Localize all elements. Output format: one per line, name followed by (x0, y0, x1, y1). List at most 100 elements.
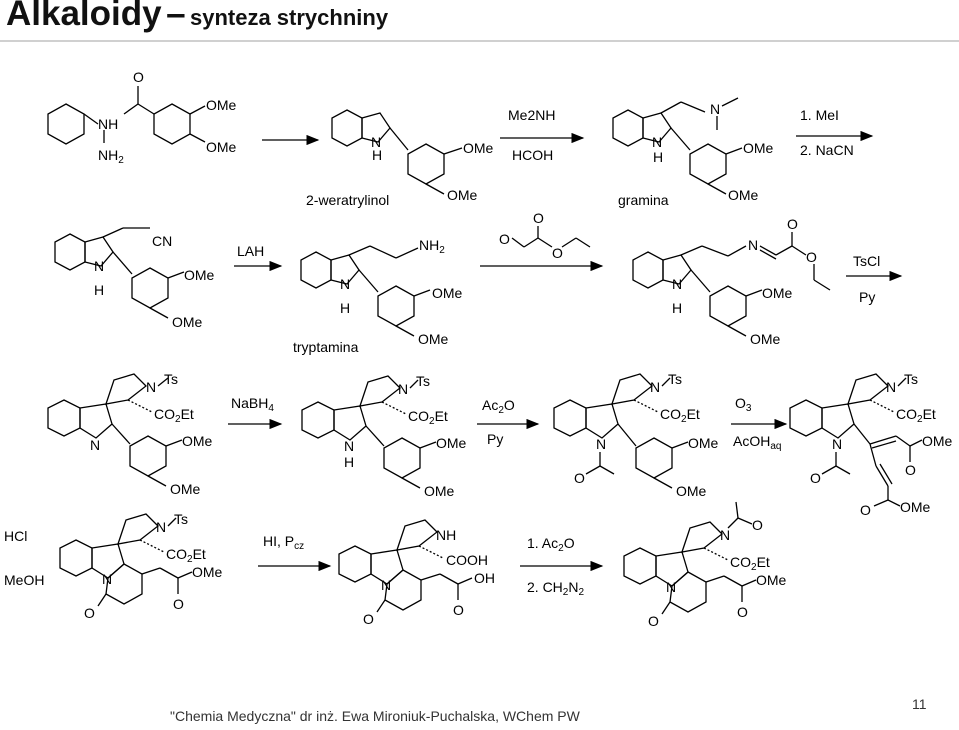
label-h: H (344, 454, 354, 470)
label-h: H (94, 282, 104, 298)
label-co2et: CO2Et (730, 554, 770, 573)
label-ome: OMe (206, 97, 237, 113)
label-n: N (102, 571, 112, 587)
label-co2et: CO2Et (660, 406, 700, 425)
label-oh: OH (474, 570, 495, 586)
label-n: N (672, 276, 682, 292)
reagent-s10-top: HI, Pcz (263, 533, 304, 552)
label-ome: OMe (900, 499, 931, 515)
label-ome: OMe (170, 481, 201, 497)
muconate-ester-structure (789, 373, 923, 507)
label-ts: Ts (668, 371, 682, 387)
reagent-s2-bottom: HCOH (512, 147, 553, 163)
label-ome: OMe (436, 435, 467, 451)
acetylindoline-structure (553, 373, 689, 489)
label-nh: NH (98, 116, 118, 132)
reagent-s11-bottom: 2. CH2N2 (527, 579, 584, 598)
label-h: H (653, 149, 663, 165)
label-ts: Ts (904, 371, 918, 387)
label-o: O (905, 462, 916, 478)
label-n: N (832, 436, 842, 452)
label-o: O (552, 245, 563, 261)
label-n: N (650, 379, 660, 395)
label-ome: OMe (922, 433, 953, 449)
label-n: N (156, 519, 166, 535)
label-ome: OMe (447, 187, 478, 203)
label-co2et: CO2Et (408, 408, 448, 427)
name-gramina: gramina (618, 192, 669, 208)
side-label-meoh: MeOH (4, 572, 44, 588)
label-ts: Ts (416, 373, 430, 389)
label-o: O (499, 231, 510, 247)
label-co2et: CO2Et (154, 406, 194, 425)
label-o: O (84, 605, 95, 621)
footer-credit: "Chemia Medyczna" dr inż. Ewa Mironiuk-P… (170, 708, 580, 724)
phenylhydrazine-structure (47, 103, 105, 145)
label-n: N (652, 134, 662, 150)
label-o: O (133, 69, 144, 85)
label-n: N (371, 134, 381, 150)
reagent-s9-bottom: AcOHaq (733, 433, 781, 452)
dimethoxyacetophenone-structure (123, 86, 206, 145)
label-ome: OMe (184, 267, 215, 283)
indoleacetonitrile-structure (54, 227, 185, 319)
label-n: N (90, 437, 100, 453)
title-main: Alkaloidy (6, 0, 162, 33)
acetyl-diester-structure (623, 501, 757, 615)
label-n: N (666, 579, 676, 595)
spiroindolenine-structure (47, 373, 183, 487)
label-o: O (574, 470, 585, 486)
name-tryptamina: tryptamina (293, 339, 359, 355)
label-nh2: NH2 (419, 237, 445, 256)
label-n: N (381, 577, 391, 593)
label-ome: OMe (424, 483, 455, 499)
label-o: O (533, 210, 544, 226)
label-ome: OMe (432, 285, 463, 301)
label-n: N (710, 101, 720, 117)
label-ome: OMe (192, 564, 223, 580)
reagent-s8-bottom: Py (487, 431, 503, 447)
title-divider (0, 40, 959, 42)
reagent-s9-top: O3 (735, 395, 752, 414)
label-co2et: CO2Et (896, 406, 936, 425)
reagent-s7-top: NaBH4 (231, 395, 274, 414)
label-ome: OMe (728, 187, 759, 203)
reagent-s11-top: 1. Ac2O (527, 535, 575, 554)
imine-ester-structure (632, 232, 831, 337)
label-o: O (648, 613, 659, 629)
label-ts: Ts (164, 371, 178, 387)
aminoacid-structure (338, 519, 473, 613)
page-number: 11 (912, 696, 927, 712)
label-cooh: COOH (446, 552, 488, 568)
label-n: N (340, 276, 350, 292)
label-ome: OMe (756, 572, 787, 588)
label-ome: OMe (463, 140, 494, 156)
label-cn: CN (152, 233, 172, 249)
label-o: O (737, 604, 748, 620)
label-n: N (596, 436, 606, 452)
title-subtitle: synteza strychniny (189, 5, 389, 30)
reagent-s3-top: 1. MeI (800, 107, 839, 123)
side-label-hcl: HCl (4, 528, 27, 544)
label-n: N (344, 438, 354, 454)
label-h: H (340, 300, 350, 316)
name-weratrylinol: 2-weratrylinol (306, 192, 389, 208)
label-co2et: CO2Et (166, 546, 206, 565)
label-nh: NH (436, 527, 456, 543)
title-dash: – (166, 0, 186, 33)
slide-title: Alkaloidy – synteza strychniny (6, 0, 388, 34)
reagent-s4-top: LAH (237, 243, 264, 259)
label-nh2: NH2 (98, 147, 124, 166)
ethyl-glyoxylate-structure (511, 226, 591, 248)
label-o: O (810, 470, 821, 486)
label-ome: OMe (688, 435, 719, 451)
label-o: O (860, 502, 871, 518)
label-ome: OMe (750, 331, 781, 347)
label-o: O (453, 602, 464, 618)
label-ome: OMe (762, 285, 793, 301)
label-ome: OMe (743, 140, 774, 156)
label-ome: OMe (206, 139, 237, 155)
label-ts: Ts (174, 511, 188, 527)
label-o: O (752, 517, 763, 533)
